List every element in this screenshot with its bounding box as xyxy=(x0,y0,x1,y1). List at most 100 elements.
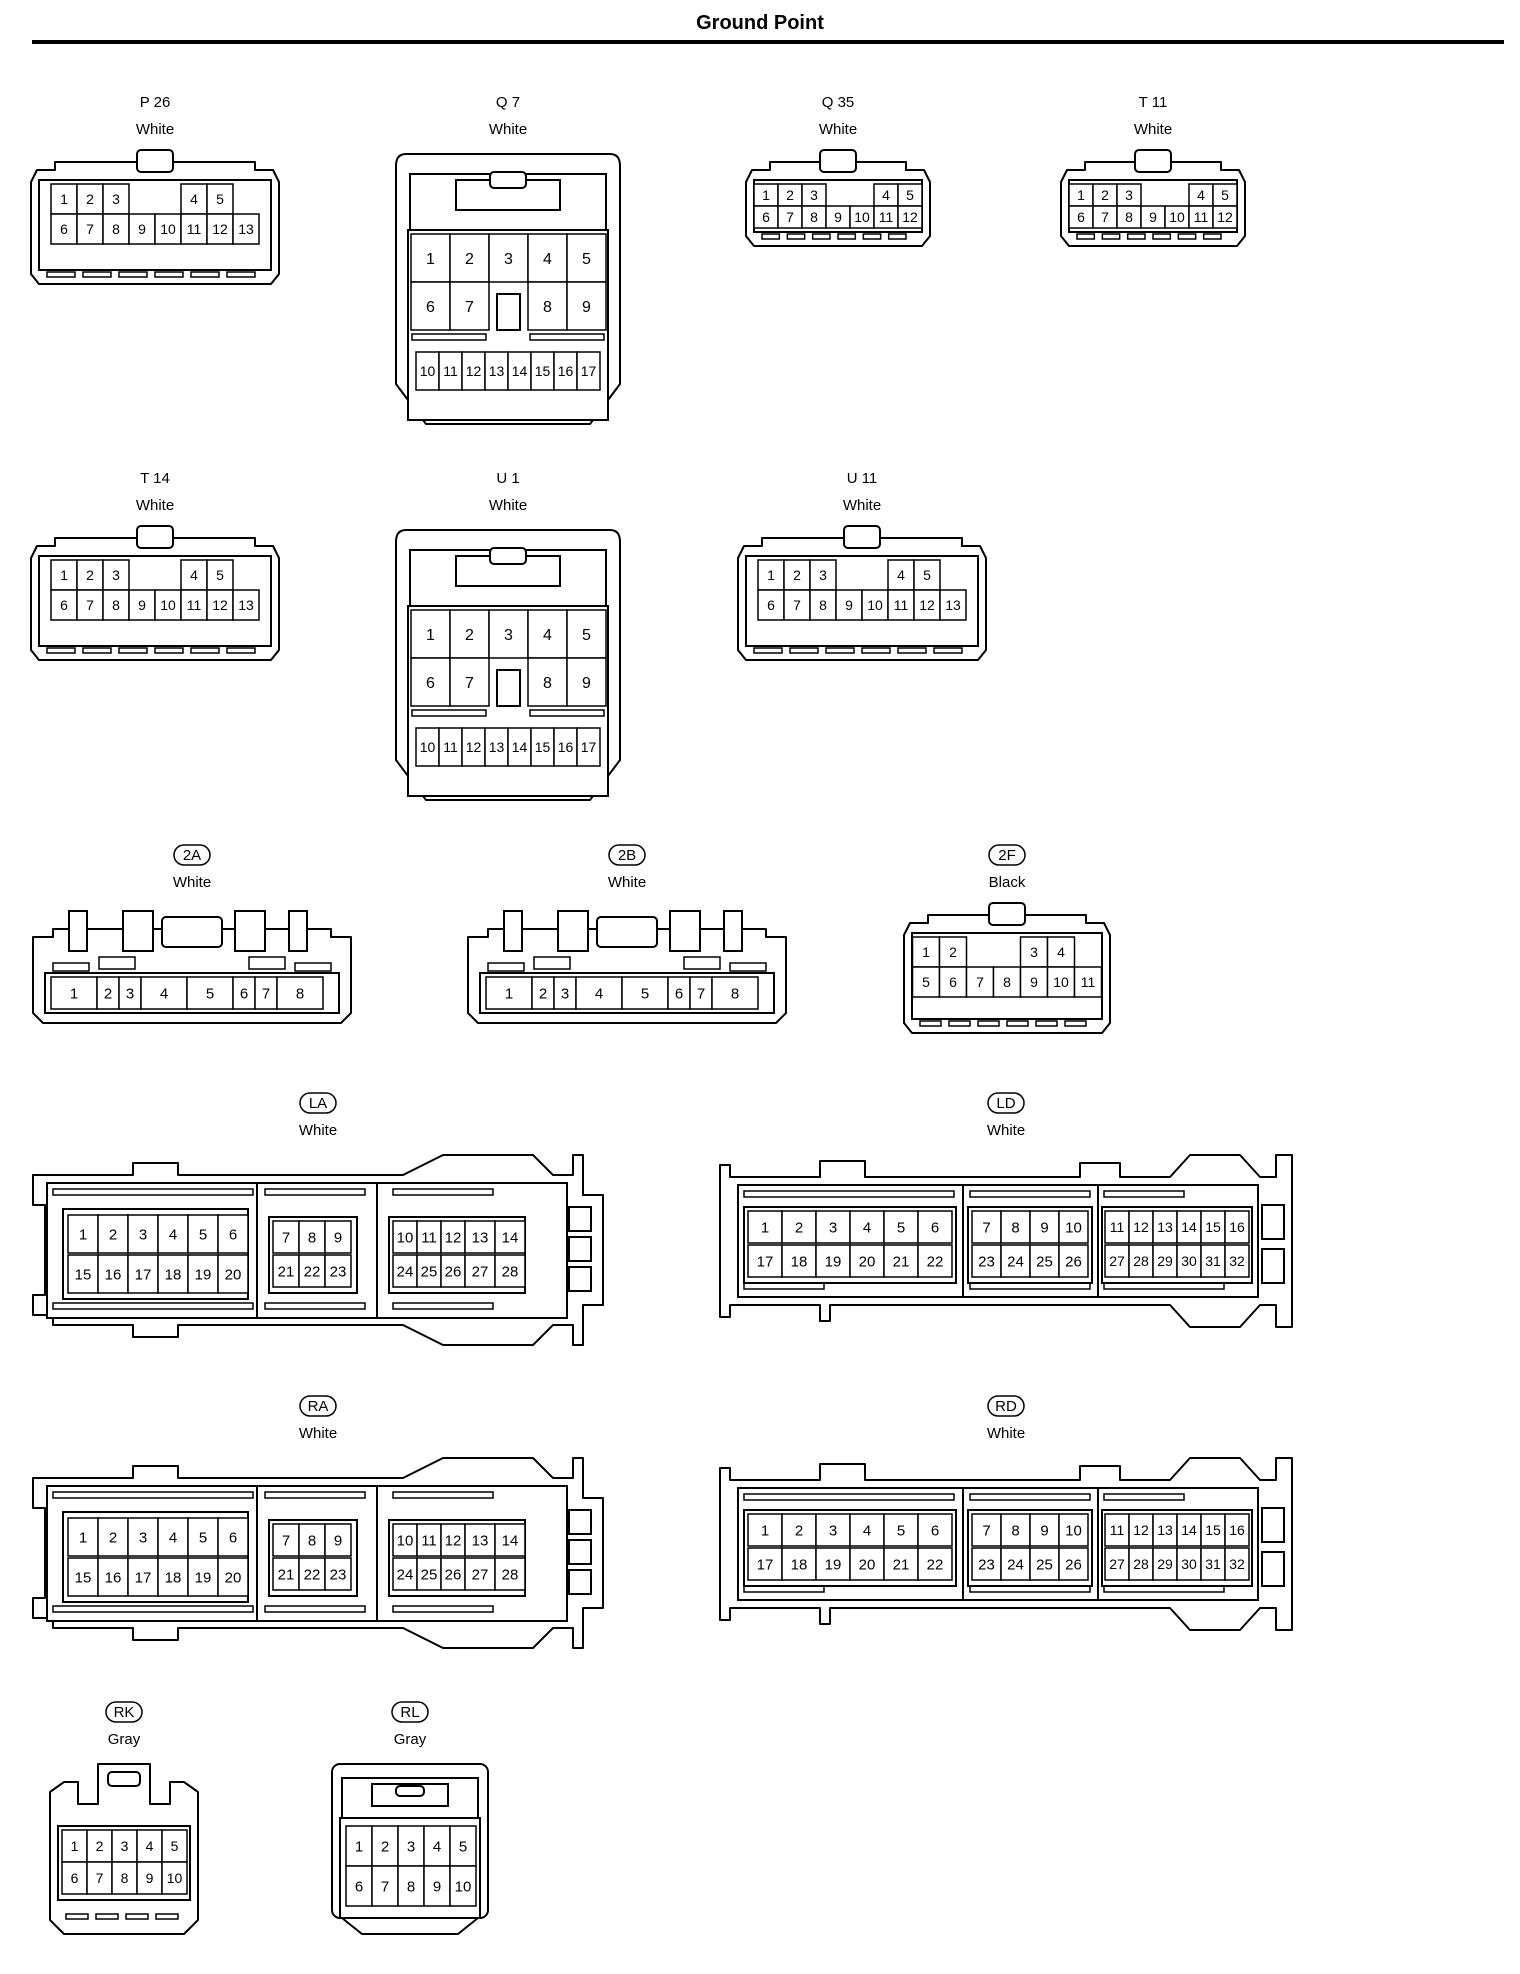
pin-number: 19 xyxy=(195,1569,212,1586)
housing-part xyxy=(568,1539,592,1565)
terminal-cavity xyxy=(345,1865,373,1907)
pin-number: 6 xyxy=(675,985,683,1002)
housing-rib xyxy=(190,271,220,278)
terminal-cavity xyxy=(809,589,837,621)
terminal-cavity xyxy=(849,1244,885,1278)
housing-rib xyxy=(125,1913,149,1920)
pin-number: 6 xyxy=(426,675,435,692)
housing-rib xyxy=(411,333,487,341)
terminal-cavity xyxy=(1152,1244,1178,1278)
pin-number: 22 xyxy=(304,1566,321,1583)
terminal-cavity xyxy=(621,976,669,1010)
terminal-cavity xyxy=(1058,1547,1089,1581)
housing-rib xyxy=(977,1020,1000,1027)
pin-number: 3 xyxy=(121,1838,129,1854)
pin-number: 9 xyxy=(334,1229,342,1246)
terminal-cavity xyxy=(206,589,234,621)
pin-number: 19 xyxy=(825,1556,842,1573)
terminal-cavity xyxy=(1200,1547,1226,1581)
pin-number: 18 xyxy=(791,1253,808,1270)
housing-rib xyxy=(1035,1020,1058,1027)
terminal-cavity xyxy=(815,1547,851,1581)
pin-number: 7 xyxy=(465,299,474,316)
pin-number: 27 xyxy=(1109,1253,1125,1269)
housing-rib xyxy=(1103,1493,1185,1501)
terminal-cavity xyxy=(140,976,188,1010)
housing-part xyxy=(568,1206,592,1232)
pin-number: 4 xyxy=(863,1522,871,1539)
pin-number: 3 xyxy=(407,1838,415,1855)
pin-number: 19 xyxy=(825,1253,842,1270)
terminal-cavity xyxy=(464,1220,496,1254)
housing-rib xyxy=(52,1302,254,1310)
housing-rib xyxy=(743,1493,955,1501)
housing-rib xyxy=(65,1913,89,1920)
locking-latch xyxy=(136,149,174,173)
terminal-cavity xyxy=(232,213,260,245)
pin-number: 12 xyxy=(1217,209,1233,225)
pin-number: 11 xyxy=(187,221,202,237)
housing-part xyxy=(288,910,308,952)
pin-number: 11 xyxy=(1110,1522,1125,1538)
pin-number: 8 xyxy=(543,675,552,692)
pin-number: 9 xyxy=(146,1870,154,1886)
pin-number: 6 xyxy=(1077,209,1085,225)
connector-color: White xyxy=(1134,121,1172,138)
pin-number: 2 xyxy=(949,944,957,960)
terminal-cavity xyxy=(1073,966,1103,998)
pin-number: 29 xyxy=(1157,1253,1173,1269)
connector-color: White xyxy=(987,1122,1025,1139)
terminal-cavity xyxy=(217,1214,249,1254)
terminal-cavity xyxy=(410,233,451,283)
pin-number: 4 xyxy=(543,251,552,268)
terminal-cavity xyxy=(1104,1547,1130,1581)
pin-number: 1 xyxy=(70,985,78,1002)
pin-number: 12 xyxy=(445,1532,462,1549)
pin-number: 9 xyxy=(433,1878,441,1895)
pin-number: 2 xyxy=(86,191,94,207)
housing-rib xyxy=(52,1605,254,1613)
pin-number: 11 xyxy=(421,1229,437,1246)
pin-number: 15 xyxy=(535,363,551,379)
housing-rib xyxy=(969,1190,1091,1198)
terminal-cavity xyxy=(488,609,529,659)
pin-number: 4 xyxy=(543,627,552,644)
pin-number: 3 xyxy=(1125,187,1133,203)
terminal-cavity xyxy=(128,213,156,245)
terminal-cavity xyxy=(1104,1244,1130,1278)
terminal-cavity xyxy=(1019,936,1049,968)
pin-number: 22 xyxy=(304,1263,321,1280)
housing-rib xyxy=(392,1188,494,1196)
pin-number: 5 xyxy=(897,1219,905,1236)
terminal-cavity xyxy=(392,1557,418,1591)
pin-number: 4 xyxy=(863,1219,871,1236)
pin-number: 9 xyxy=(1030,974,1038,990)
polarizing-key xyxy=(496,669,521,707)
pin-number: 25 xyxy=(1036,1556,1053,1573)
connector-code: LA xyxy=(309,1095,327,1112)
terminal-cavity xyxy=(180,559,208,591)
housing-rib xyxy=(761,233,781,240)
terminal-cavity xyxy=(1128,1210,1154,1244)
housing-rib xyxy=(683,956,721,970)
pin-number: 25 xyxy=(1036,1253,1053,1270)
connector-code-badge xyxy=(608,844,646,866)
housing-rib xyxy=(789,647,819,654)
housing-rib xyxy=(226,647,256,654)
housing-rib xyxy=(887,233,907,240)
pin-number: 4 xyxy=(160,985,168,1002)
terminal-cavity xyxy=(157,1517,189,1557)
pin-number: 1 xyxy=(60,191,68,207)
housing-rib xyxy=(226,271,256,278)
connector-color: Gray xyxy=(108,1731,141,1748)
pin-number: 25 xyxy=(421,1263,438,1280)
pin-number: 5 xyxy=(171,1838,179,1854)
terminal-cavity xyxy=(938,936,968,968)
terminal-cavity xyxy=(76,559,104,591)
housing-rib xyxy=(190,647,220,654)
